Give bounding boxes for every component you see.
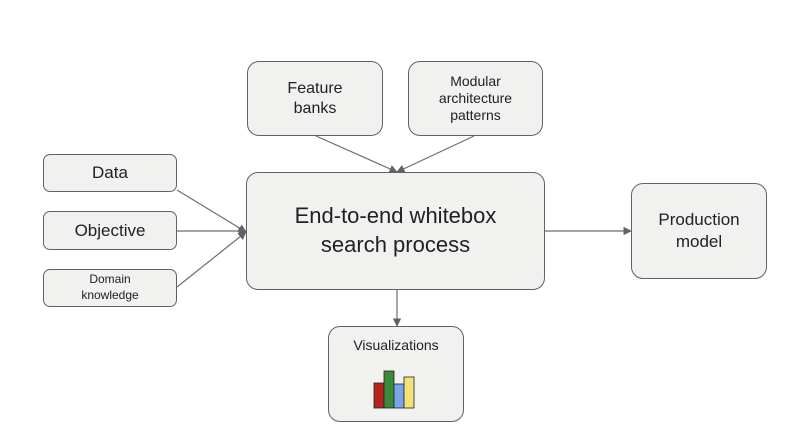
edge-domain-to-search xyxy=(176,231,247,288)
node-modular-patterns: Modular architecture patterns xyxy=(408,61,543,136)
node-objective-label: Objective xyxy=(74,220,146,240)
bar-chart-icon-bar-1 xyxy=(373,382,385,409)
edge-data-to-search xyxy=(176,189,247,233)
node-objective: Objective xyxy=(43,211,177,250)
node-search-process-label: End-to-end whitebox search process xyxy=(294,203,497,257)
edge-modular-to-search xyxy=(396,135,475,173)
node-feature-banks: Feature banks xyxy=(247,61,383,136)
node-visualizations-label: Visualizations xyxy=(353,337,439,354)
node-domain-knowledge-label: Domain knowledge xyxy=(81,272,139,302)
edge-feature-banks-to-search xyxy=(315,135,398,173)
node-production-model-label: Production model xyxy=(658,209,740,251)
node-domain-knowledge: Domain knowledge xyxy=(43,269,177,307)
node-data-label: Data xyxy=(92,163,128,183)
node-production-model: Production model xyxy=(631,183,767,279)
node-feature-banks-label: Feature banks xyxy=(287,79,343,117)
bar-chart-icon-bar-4 xyxy=(403,376,415,409)
bar-chart-icon xyxy=(373,370,415,409)
node-modular-patterns-label: Modular architecture patterns xyxy=(438,72,513,124)
bar-chart-icon-bar-3 xyxy=(393,383,405,409)
node-data: Data xyxy=(43,154,177,192)
node-visualizations: Visualizations xyxy=(328,326,464,422)
bar-chart-icon-bar-2 xyxy=(383,370,395,409)
node-search-process: End-to-end whitebox search process xyxy=(246,172,545,290)
